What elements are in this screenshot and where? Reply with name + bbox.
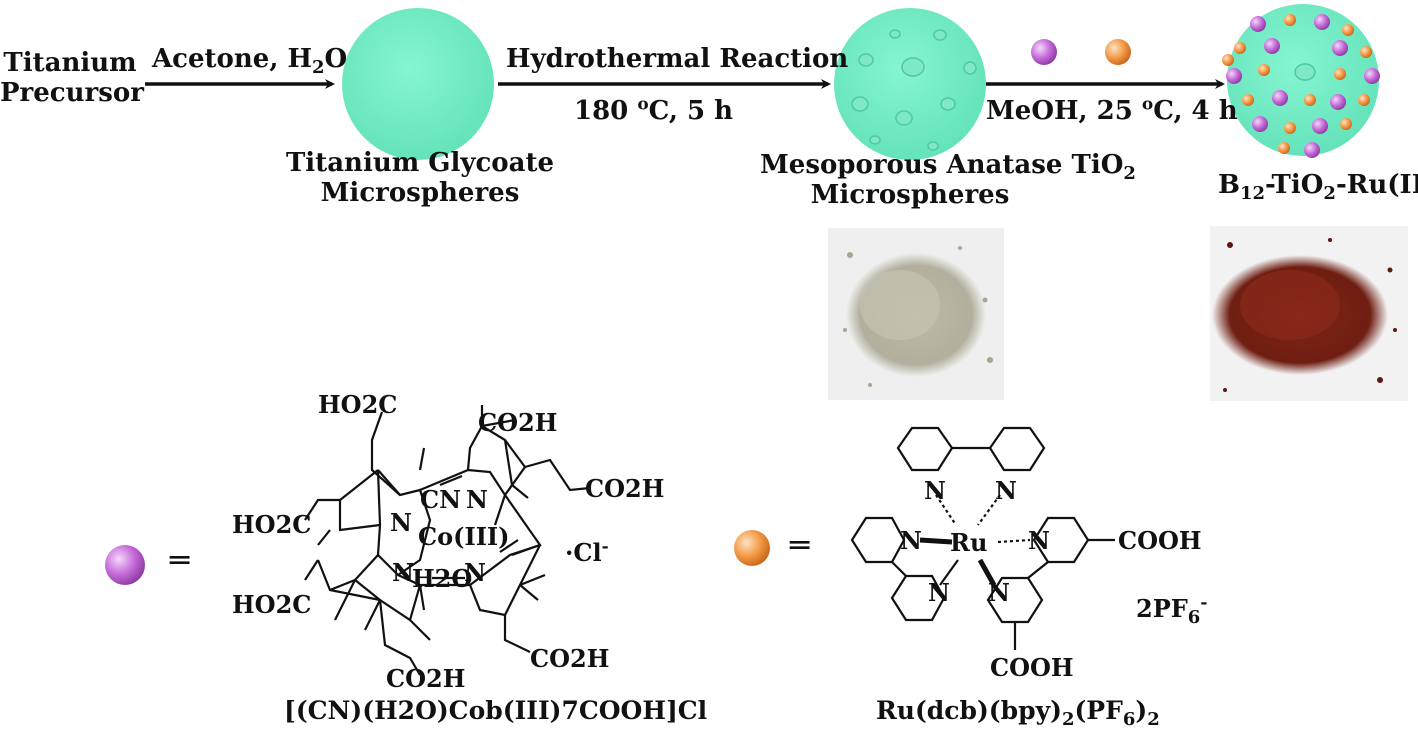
product-orange-ball <box>1284 122 1296 134</box>
cob-ho2c-lower: HO2C <box>232 590 312 619</box>
product-orange-ball <box>1222 54 1234 66</box>
product-purple-ball <box>1272 90 1288 106</box>
cob-n-upper-left: N <box>390 508 412 537</box>
cob-n-upper-right: N <box>466 485 488 514</box>
ru-n-bottom-right: N <box>988 578 1010 607</box>
product-purple-ball <box>1250 16 1266 32</box>
cobalamin-structure <box>304 405 591 676</box>
purple-ball-reagent <box>1031 39 1057 65</box>
step2-conditions: 180 oC, 5 h <box>574 94 734 126</box>
product-orange-ball <box>1360 46 1372 58</box>
ru-n-right: N <box>1028 526 1050 555</box>
ru-n-bottom-left: N <box>928 578 950 607</box>
ru-cooh-bottom: COOH <box>990 653 1074 682</box>
mesoporous-sphere <box>834 8 986 160</box>
product-label: B12-TiO2-Ru(II) <box>1218 170 1418 205</box>
cob-co2h-bottom-left: CO2H <box>386 664 466 693</box>
product-purple-ball <box>1264 38 1280 54</box>
product-orange-ball <box>1278 142 1290 154</box>
ru-metal: Ru <box>950 528 988 557</box>
product-purple-ball <box>1330 94 1346 110</box>
glycoate-label: Titanium Glycoate Microspheres <box>285 148 555 208</box>
cob-co2h-top: CO2H <box>478 408 558 437</box>
step2-reaction: Hydrothermal Reaction <box>506 44 849 74</box>
ru-n-top-right: N <box>995 476 1017 505</box>
product-purple-ball <box>1304 142 1320 158</box>
product-sphere <box>1222 4 1380 158</box>
step1-conditions: Acetone, H2O <box>152 44 348 79</box>
product-powder-photo <box>1210 226 1408 401</box>
anatase-powder-photo <box>828 228 1004 400</box>
ruthenium-name: Ru(dcb)(bpy)2(PF6)2 <box>876 696 1160 730</box>
cob-n-lower-right: N <box>464 558 486 587</box>
legend-equals-cobalamin: ═ <box>170 541 190 579</box>
anatase-label: Mesoporous Anatase TiO2 Microspheres <box>760 150 1136 210</box>
precursor-label: Titanium Precursor <box>0 48 144 108</box>
cob-co2h-right: CO2H <box>585 474 665 503</box>
cob-co2h-bottom-right: CO2H <box>530 644 610 673</box>
product-orange-ball <box>1342 24 1354 36</box>
product-orange-ball <box>1340 118 1352 130</box>
cob-ho2c-left: HO2C <box>232 510 312 539</box>
product-orange-ball <box>1334 68 1346 80</box>
product-purple-ball <box>1252 116 1268 132</box>
cobalamin-name: [(CN)(H2O)Cob(III)7COOH]Cl <box>284 696 708 725</box>
product-purple-ball <box>1332 40 1348 56</box>
product-purple-ball <box>1314 14 1330 30</box>
product-purple-ball <box>1226 68 1242 84</box>
cob-cn: CN <box>420 485 462 514</box>
cob-metal: Co(III) <box>418 522 510 551</box>
cob-h2o: H2O <box>412 564 473 593</box>
orange-ball-reagent <box>1105 39 1131 65</box>
cob-ho2c-top: HO2C <box>318 390 398 419</box>
legend-orange-ball <box>734 530 770 566</box>
product-orange-ball <box>1358 94 1370 106</box>
step3-conditions: MeOH, 25 oC, 4 h <box>986 94 1238 126</box>
ru-cooh-right: COOH <box>1118 526 1202 555</box>
product-purple-ball <box>1364 68 1380 84</box>
product-orange-ball <box>1258 64 1270 76</box>
ruthenium-structure <box>850 426 1115 650</box>
ru-counterion: 2PF6- <box>1136 593 1208 628</box>
cob-counterion: ·Cl- <box>565 537 609 567</box>
product-orange-ball <box>1234 42 1246 54</box>
legend-purple-ball <box>105 545 145 585</box>
product-purple-ball <box>1312 118 1328 134</box>
ru-n-top-left: N <box>924 476 946 505</box>
cob-n-lower-left: N <box>392 558 414 587</box>
ru-n-left: N <box>900 526 922 555</box>
glycoate-sphere <box>342 8 494 160</box>
product-orange-ball <box>1284 14 1296 26</box>
legend-equals-ruthenium: ═ <box>790 526 810 564</box>
product-orange-ball <box>1304 94 1316 106</box>
product-orange-ball <box>1242 94 1254 106</box>
